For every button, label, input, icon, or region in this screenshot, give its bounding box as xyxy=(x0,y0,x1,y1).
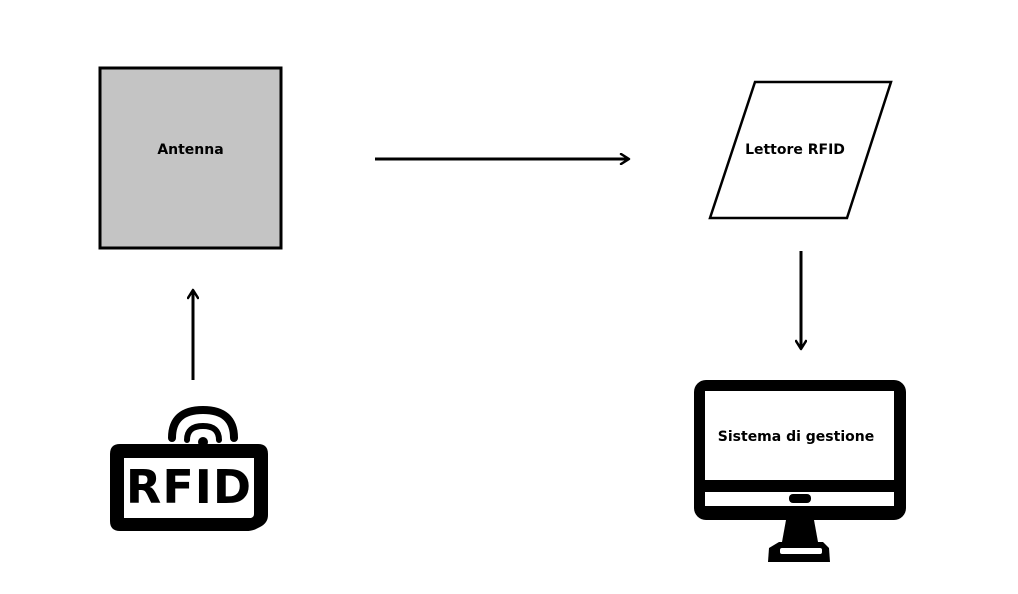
antenna-box xyxy=(98,66,283,250)
system-label: Sistema di gestione xyxy=(717,429,875,445)
reader-label: Lettore RFID xyxy=(745,142,845,158)
antenna-label: Antenna xyxy=(157,142,224,158)
rfid-tag-label: RFID xyxy=(125,460,253,514)
reader-parallelogram xyxy=(708,80,893,220)
monitor-icon xyxy=(694,380,906,562)
rfid-tag-icon xyxy=(110,405,268,531)
